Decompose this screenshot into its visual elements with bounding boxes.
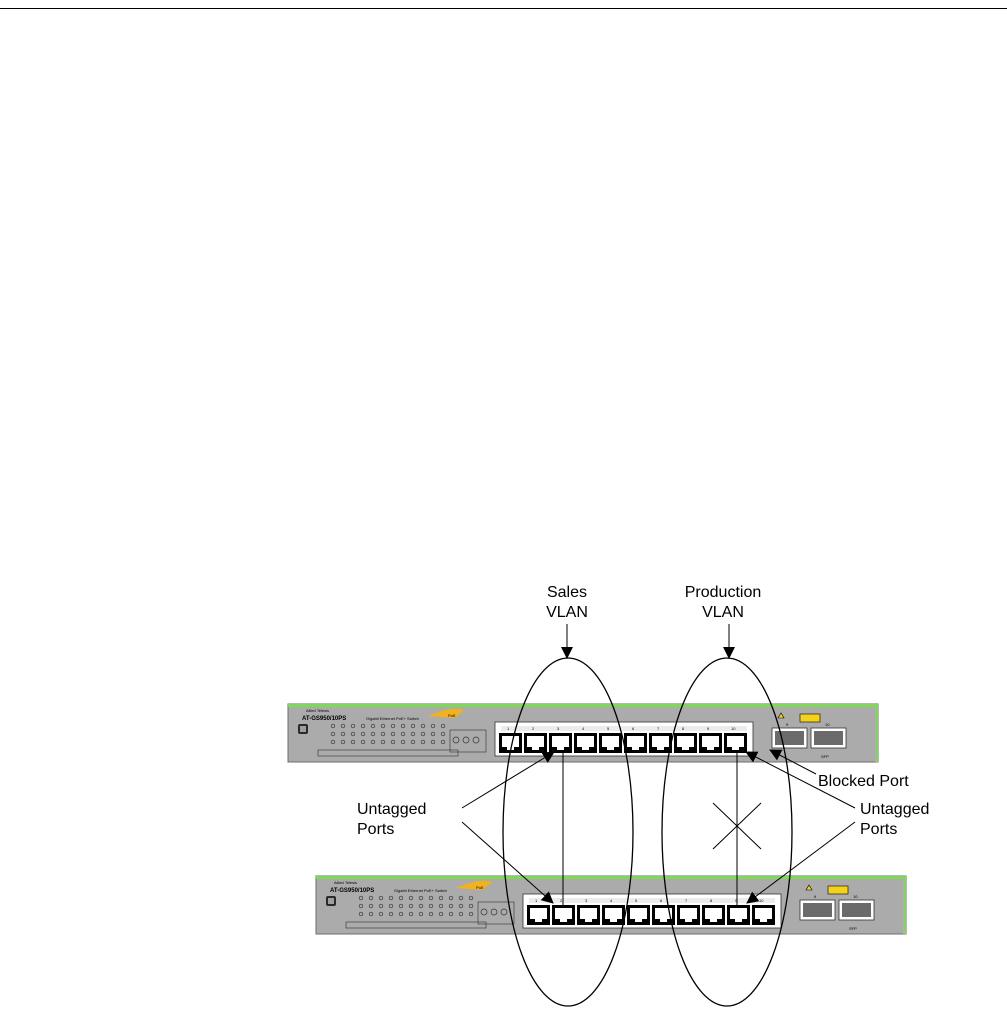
untagged-left-arrow-bottom: [461, 821, 554, 904]
page-top-rule: [0, 8, 1007, 9]
switch-top-port-6: 6: [632, 726, 635, 731]
switch-top-port-4: 4: [582, 726, 585, 731]
switch-bottom-port-4: 4: [610, 898, 613, 903]
switch-bottom-sfp-9: 9: [814, 894, 817, 899]
switch-top-sfp-9: 9: [786, 722, 789, 727]
switch-top: Allied Telesis AT-GS950/10PS Gigabit Eth…: [288, 704, 878, 762]
switch-bottom-port-3: 3: [585, 898, 588, 903]
switch-bottom-sfp-10: 10: [853, 894, 858, 899]
switch-bottom-sfp-label: SFP: [849, 926, 857, 931]
sales-vlan-label-line1: Sales: [547, 584, 587, 601]
switch-top-poe-badge: PoE: [448, 713, 456, 718]
switch-top-sfp-label: SFP: [821, 754, 829, 759]
switch-bottom-port-7: 7: [685, 898, 688, 903]
switch-bottom-model: AT-GS950/10PS: [330, 888, 374, 894]
untagged-ports-right-line1: Untagged: [860, 801, 929, 818]
switch-top-port-7: 7: [657, 726, 660, 731]
switch-top-port-1: 1: [507, 726, 510, 731]
switch-top-model: AT-GS950/10PS: [302, 716, 346, 722]
switch-top-port-2: 2: [532, 726, 535, 731]
switch-bottom: Allied Telesis AT-GS950/10PS Gigabit Eth…: [316, 876, 906, 934]
switch-top-brand: Allied Telesis: [306, 708, 329, 713]
sales-vlan-label-line2: VLAN: [546, 604, 588, 621]
production-vlan-label-line2: VLAN: [702, 604, 744, 621]
switch-bottom-port-2: 2: [560, 898, 563, 903]
switch-top-description: Gigabit Ethernet PoE+ Switch: [366, 716, 419, 721]
switch-top-sfp-10: 10: [825, 722, 830, 727]
switch-top-port-5: 5: [607, 726, 610, 731]
untagged-ports-left-line2: Ports: [357, 821, 394, 838]
switch-bottom-description: Gigabit Ethernet PoE+ Switch: [394, 888, 447, 893]
switch-bottom-poe-badge: PoE: [476, 885, 484, 890]
switch-bottom-port-1: 1: [535, 898, 538, 903]
blocked-link-x-mark: [712, 802, 762, 850]
switch-bottom-port-8: 8: [710, 898, 713, 903]
untagged-right-arrow-bottom: [746, 821, 856, 904]
untagged-ports-right-line2: Ports: [860, 821, 897, 838]
untagged-left-arrow-top: [461, 751, 555, 809]
untagged-right-arrow-top: [745, 751, 856, 809]
production-vlan-label-line1: Production: [685, 584, 762, 601]
switch-bottom-port-10: 10: [759, 898, 764, 903]
blocked-port-arrow: [769, 749, 817, 775]
blocked-port-label: Blocked Port: [818, 773, 909, 790]
switch-bottom-port-6: 6: [660, 898, 663, 903]
switch-top-port-8: 8: [682, 726, 685, 731]
switch-top-port-9: 9: [707, 726, 710, 731]
untagged-ports-left-line1: Untagged: [357, 801, 426, 818]
switch-bottom-port-5: 5: [635, 898, 638, 903]
switch-top-port-3: 3: [557, 726, 560, 731]
switch-top-port-10: 10: [731, 726, 736, 731]
switch-bottom-brand: Allied Telesis: [334, 880, 357, 885]
